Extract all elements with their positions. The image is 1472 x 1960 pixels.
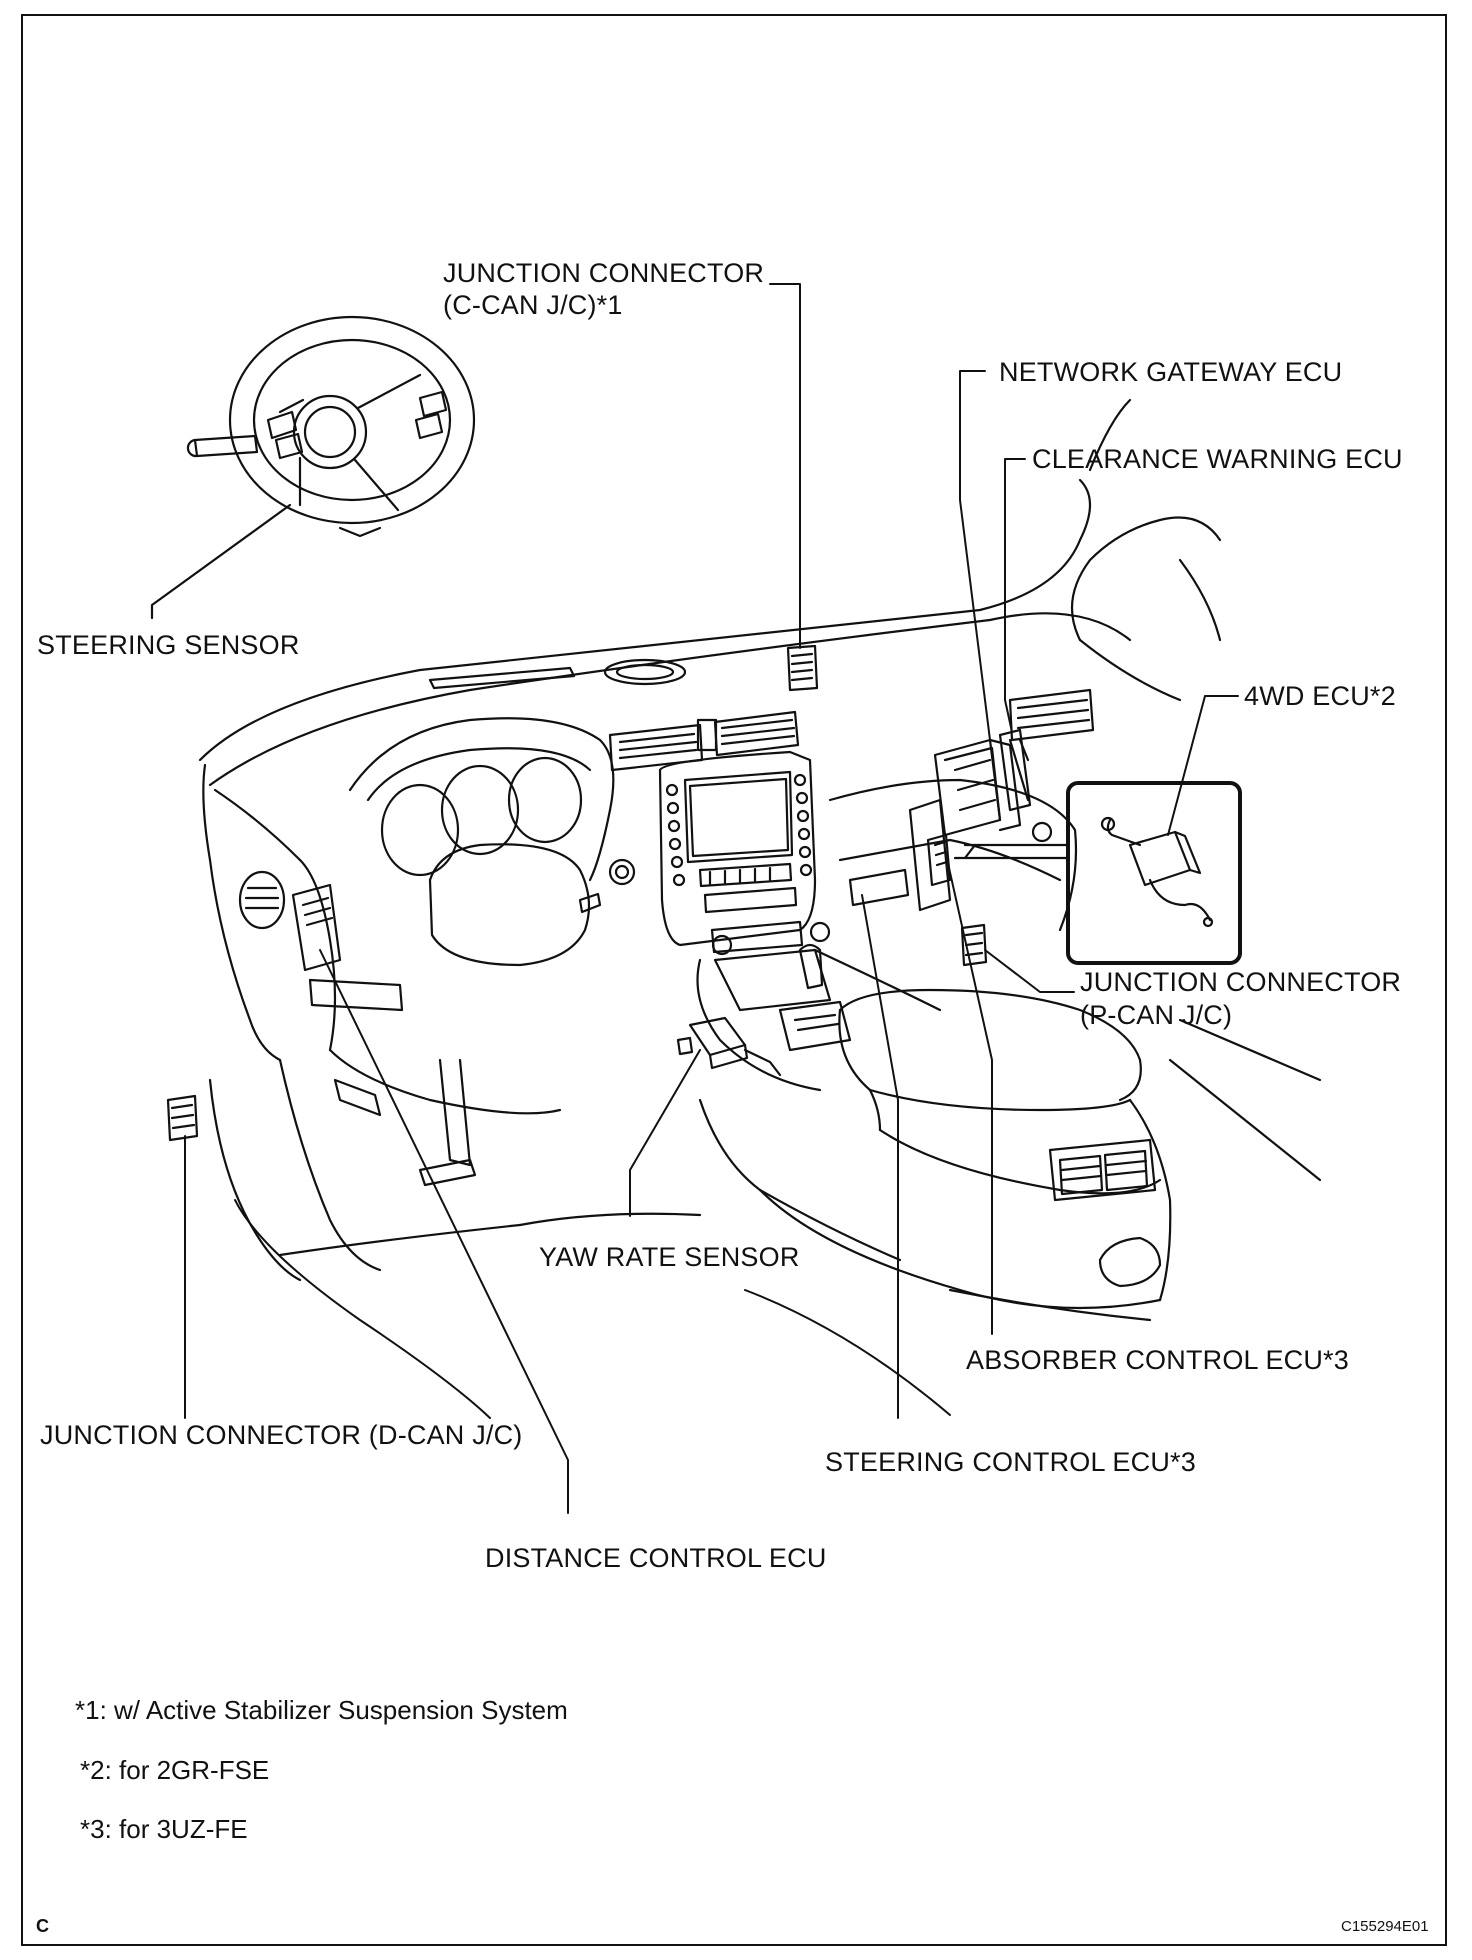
label-d-can-connector: JUNCTION CONNECTOR (D-CAN J/C)	[40, 1420, 523, 1450]
steering-control-ecu-body	[848, 868, 910, 907]
absorber-control-ecu	[908, 798, 952, 912]
label-c-can-line2: (C-CAN J/C)*1	[443, 290, 623, 320]
distance-control-ecu	[291, 883, 342, 972]
leader-lines	[184, 283, 1239, 1514]
diagram-frame	[21, 14, 1447, 1946]
label-yaw-rate-sensor: YAW RATE SENSOR	[539, 1242, 800, 1272]
d-can-connector	[166, 1094, 199, 1142]
c-can-connector	[786, 644, 819, 692]
label-steering-control-ecu: STEERING CONTROL ECU*3	[825, 1447, 1196, 1477]
footnote-1: *1: w/ Active Stabilizer Suspension Syst…	[75, 1695, 568, 1725]
label-p-can-line1: JUNCTION CONNECTOR	[1080, 967, 1402, 997]
corner-mark-left: C	[36, 1916, 49, 1936]
center-stack	[608, 688, 1095, 1092]
steering-wheel	[186, 315, 476, 538]
yaw-rate-sensor	[676, 1016, 782, 1077]
label-distance-control-ecu: DISTANCE CONTROL ECU	[485, 1543, 827, 1573]
four-wd-ecu-inset	[953, 781, 1242, 965]
label-absorber-control-ecu: ABSORBER CONTROL ECU*3	[966, 1345, 1349, 1375]
clearance-warning-ecu	[998, 728, 1032, 812]
dashboard	[198, 398, 1222, 1282]
label-network-gateway-ecu: NETWORK GATEWAY ECU	[999, 357, 1343, 387]
footnote-2: *2: for 2GR-FSE	[80, 1755, 270, 1785]
label-4wd-ecu: 4WD ECU*2	[1244, 681, 1396, 711]
figure-code: C155294E01	[1341, 1918, 1429, 1935]
label-clearance-warning-ecu: CLEARANCE WARNING ECU	[1032, 444, 1403, 474]
footnote-3: *3: for 3UZ-FE	[80, 1814, 248, 1844]
label-c-can-line1: JUNCTION CONNECTOR	[443, 258, 765, 288]
label-p-can-line2: (P-CAN J/C)	[1080, 1000, 1233, 1030]
label-steering-sensor: STEERING SENSOR	[37, 630, 300, 660]
center-console	[698, 988, 1322, 1322]
leader-steering-sensor	[150, 503, 292, 620]
